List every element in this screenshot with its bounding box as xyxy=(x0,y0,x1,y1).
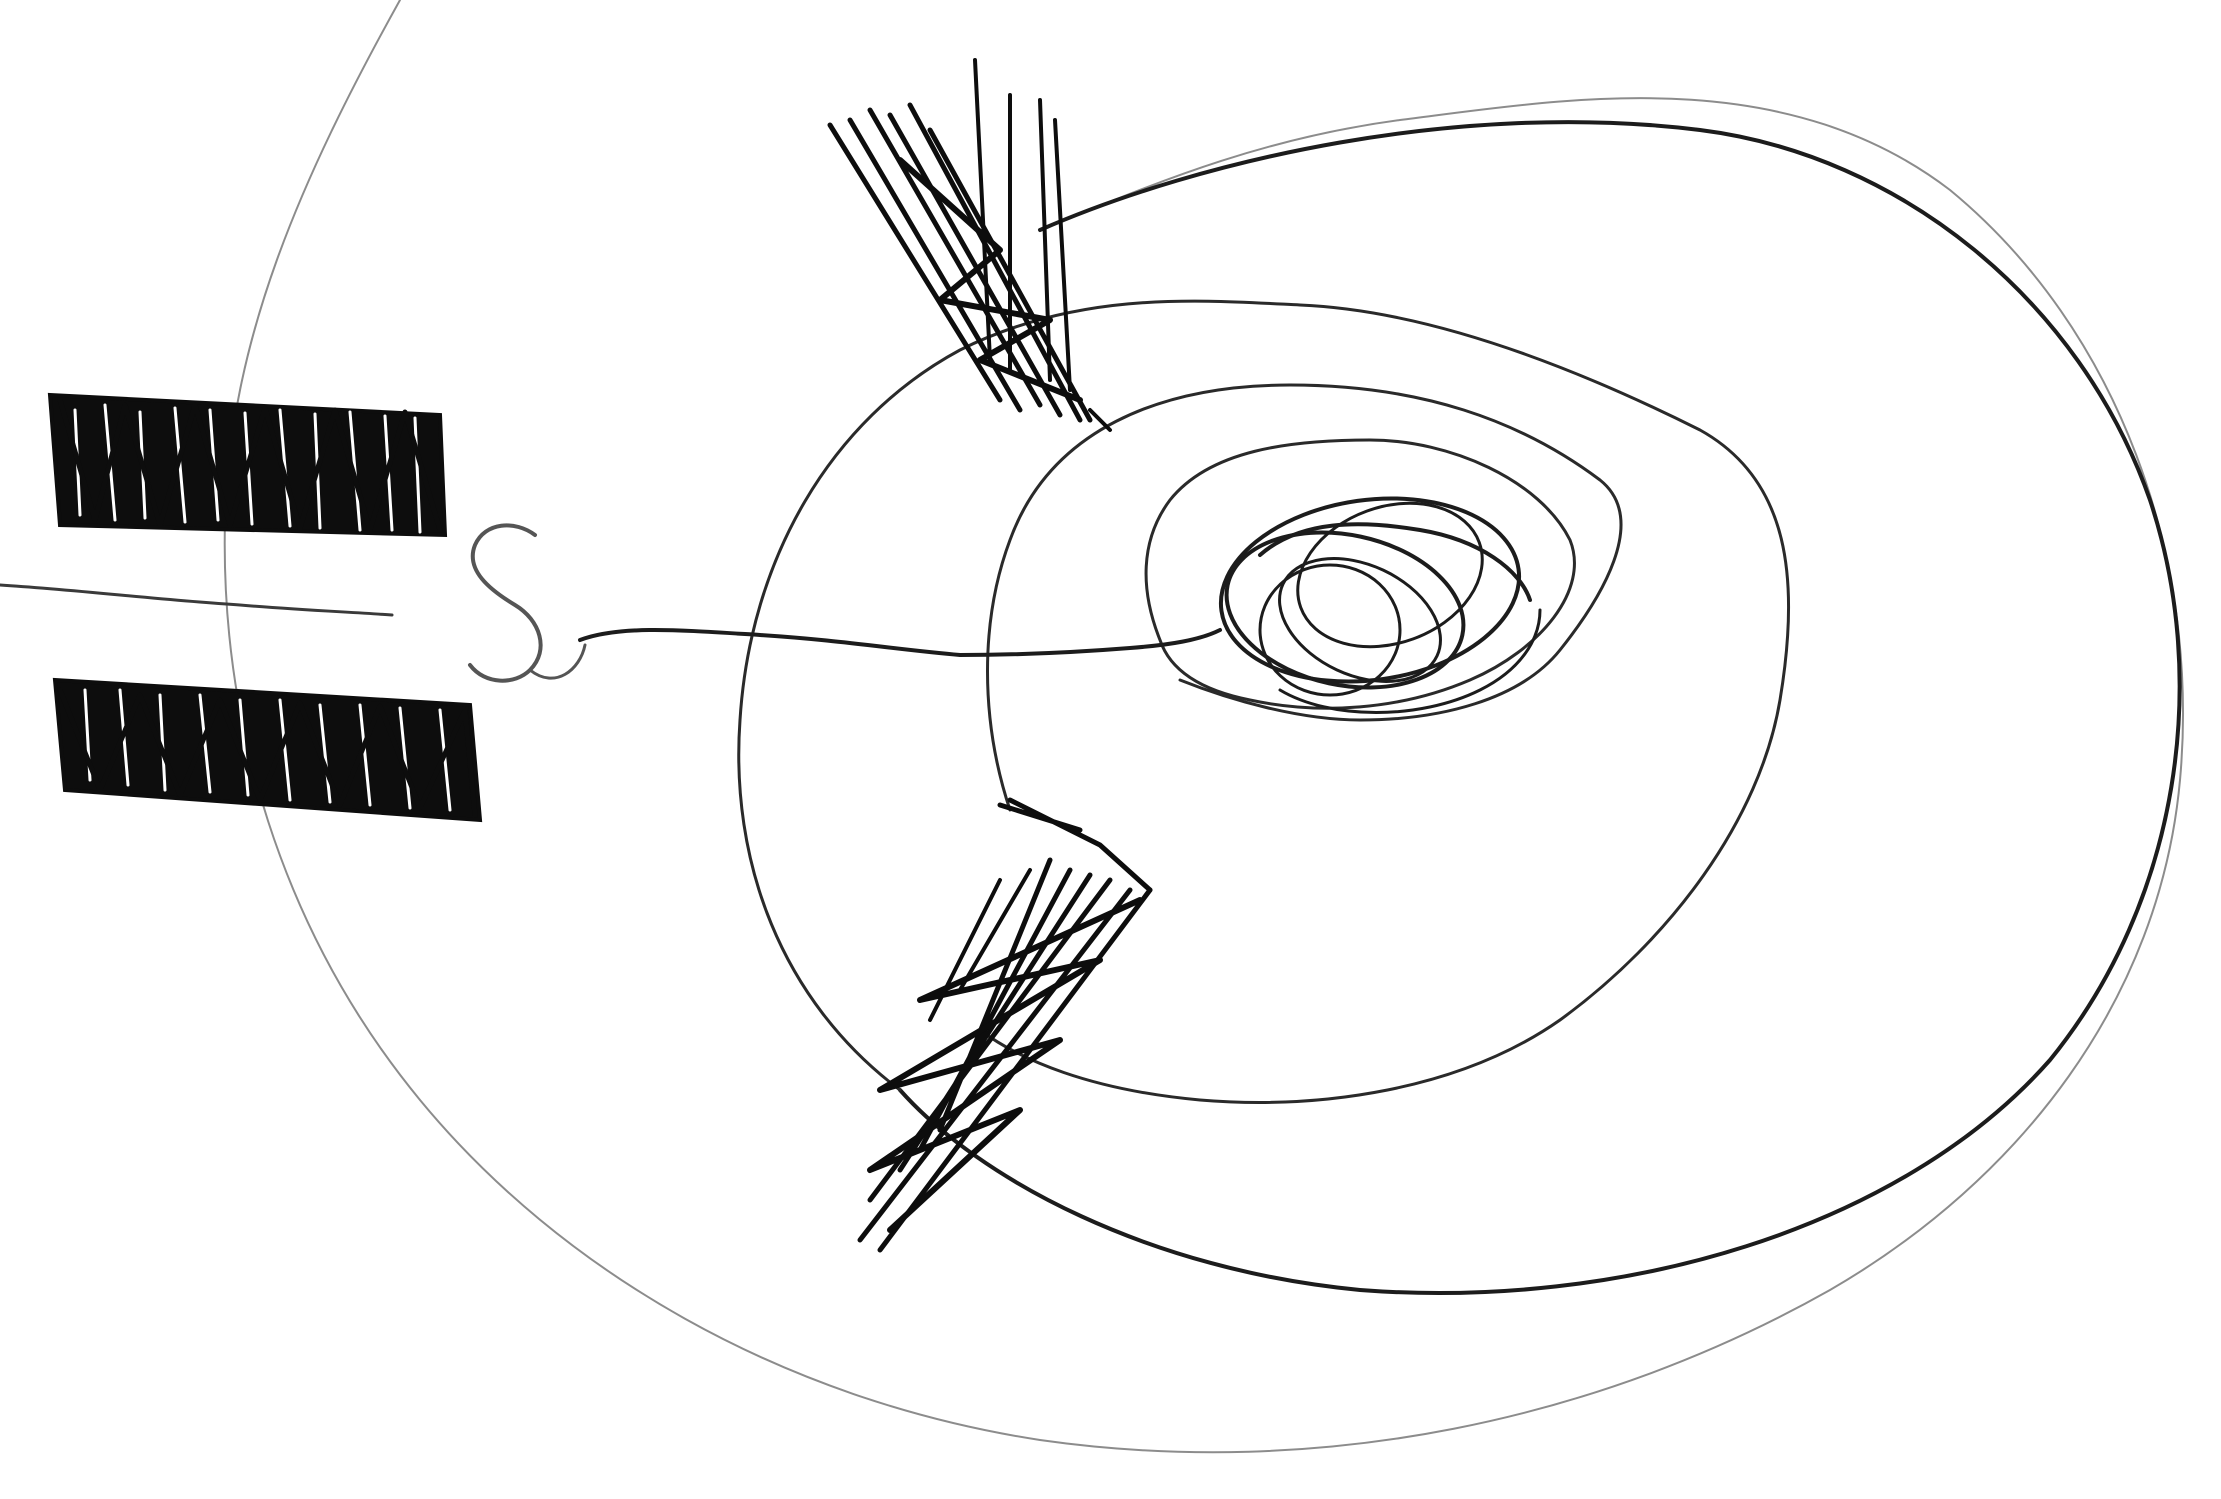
core-scribble xyxy=(1209,479,1540,713)
core-contour xyxy=(1146,440,1574,708)
bottom-hatched-wedge xyxy=(860,800,1150,1250)
inner-contour xyxy=(988,385,1621,810)
outer-contour xyxy=(900,122,2180,1293)
outer-sweep-arc xyxy=(225,0,2183,1452)
left-incoming-line xyxy=(0,585,392,615)
center-tail-line xyxy=(580,630,1220,655)
left-upper-hatched-block xyxy=(50,395,445,535)
left-hook-connector xyxy=(470,525,541,680)
left-lower-hatched-block xyxy=(55,680,480,820)
top-hatched-wedge xyxy=(830,60,1110,430)
